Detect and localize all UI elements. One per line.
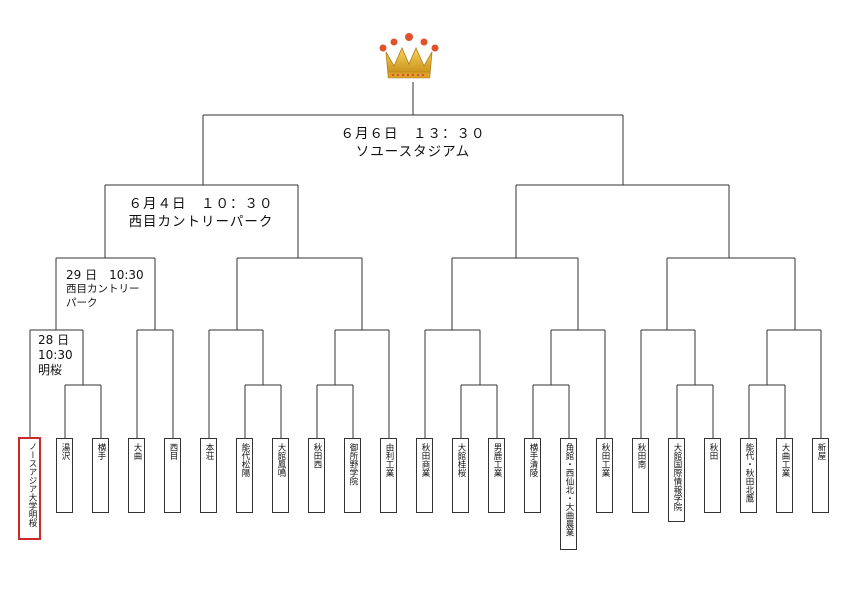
bracket-line: [104, 184, 299, 258]
team-box: 大館鳳鳴: [272, 438, 289, 513]
team-name: 能代松陽: [240, 443, 250, 477]
team-name: 由利工業: [384, 443, 394, 477]
team-name: 横手清陵: [528, 443, 538, 477]
round16-venue: 明桜: [38, 363, 63, 377]
team-name: 横手: [96, 443, 106, 460]
team-name: 西目: [168, 443, 178, 460]
team-name: 秋田商業: [420, 443, 430, 477]
team-box: 大曲: [128, 438, 145, 513]
bracket-line: [208, 329, 264, 438]
bracket-line: [515, 184, 730, 258]
crown-icon: [379, 33, 439, 79]
final-date: ６月６日 １３：３０: [340, 126, 486, 142]
team-box: 大曲工業: [776, 438, 793, 513]
team-box: 能代松陽: [236, 438, 253, 513]
team-box: 能代・秋田北鷹: [740, 438, 757, 513]
quarterfinal-venue-line1: 西目カントリー: [66, 283, 140, 295]
team-box: 角館・西仙北・大曲農業: [560, 438, 577, 550]
team-name: 大曲工業: [780, 443, 790, 477]
bracket-line: [202, 82, 624, 185]
bracket-line: [334, 329, 390, 438]
final-label: ６月６日 １３：３０ ソユースタジアム: [313, 125, 513, 161]
team-name: 男鹿工業: [492, 443, 502, 477]
team-name: 御所野学院: [348, 443, 358, 486]
semifinal-venue: 西目カントリーパーク: [128, 214, 274, 230]
team-name: 秋田南: [636, 443, 646, 469]
team-box: 秋田: [704, 438, 721, 513]
team-box: 秋田南: [632, 438, 649, 513]
team-box: 湯沢: [56, 438, 73, 513]
team-name: 湯沢: [60, 443, 70, 460]
bracket-line: [451, 257, 579, 330]
round16-label: 28 日 10:30 明桜: [38, 333, 83, 378]
team-box: ノースアジア大学明桜: [18, 437, 41, 540]
team-name: 大館鳳鳴: [276, 443, 286, 477]
team-name: 新屋: [816, 443, 826, 460]
quarterfinal-date: 29 日 10:30: [66, 268, 144, 282]
team-name: ノースアジア大学明桜: [27, 442, 37, 527]
bracket-line: [424, 329, 481, 438]
bracket-line: [29, 329, 84, 438]
round16-time: 10:30: [38, 348, 73, 362]
bracket-line: [748, 384, 786, 438]
team-box: 秋田西: [308, 438, 325, 513]
team-box: 横手: [92, 438, 109, 513]
quarterfinal-venue-line2: パーク: [66, 297, 98, 309]
team-box: 新屋: [812, 438, 829, 513]
bracket-line: [236, 257, 363, 330]
bracket-line: [550, 329, 606, 438]
round16-date: 28 日: [38, 333, 70, 347]
team-name: 秋田: [708, 443, 718, 460]
bracket-line: [55, 257, 156, 330]
team-box: 男鹿工業: [488, 438, 505, 513]
team-name: 角館・西仙北・大曲農業: [564, 443, 574, 537]
team-name: 本荘: [204, 443, 214, 460]
team-box: 横手清陵: [524, 438, 541, 513]
team-box: 本荘: [200, 438, 217, 513]
team-box: 秋田商業: [416, 438, 433, 513]
team-box: 秋田工業: [596, 438, 613, 513]
team-name: 秋田工業: [600, 443, 610, 477]
team-box: 西目: [164, 438, 181, 513]
bracket-line: [316, 384, 354, 438]
final-venue: ソユースタジアム: [355, 144, 471, 160]
quarterfinal-label: 29 日 10:30 西目カントリー パーク: [66, 268, 156, 310]
bracket-line: [532, 384, 570, 438]
semifinal-label: ６月４日 １０：３０ 西目カントリーパーク: [110, 195, 292, 231]
bracket-line: [676, 384, 714, 438]
bracket-line: [666, 257, 796, 330]
team-name: 能代・秋田北鷹: [744, 443, 754, 503]
team-name: 大曲: [132, 443, 142, 460]
team-box: 由利工業: [380, 438, 397, 513]
bracket-line: [64, 384, 102, 438]
bracket-line: [640, 329, 696, 438]
team-box: 大館国際情報学院: [668, 438, 685, 522]
team-box: 大館桂桜: [452, 438, 469, 513]
bracket-line: [244, 384, 282, 438]
bracket-line: [136, 329, 174, 438]
team-name: 大館国際情報学院: [672, 443, 682, 511]
team-box: 御所野学院: [344, 438, 361, 513]
semifinal-date: ６月４日 １０：３０: [128, 196, 274, 212]
bracket-line: [766, 329, 822, 438]
team-name: 秋田西: [312, 443, 322, 469]
team-name: 大館桂桜: [456, 443, 466, 477]
bracket-line: [460, 384, 498, 438]
